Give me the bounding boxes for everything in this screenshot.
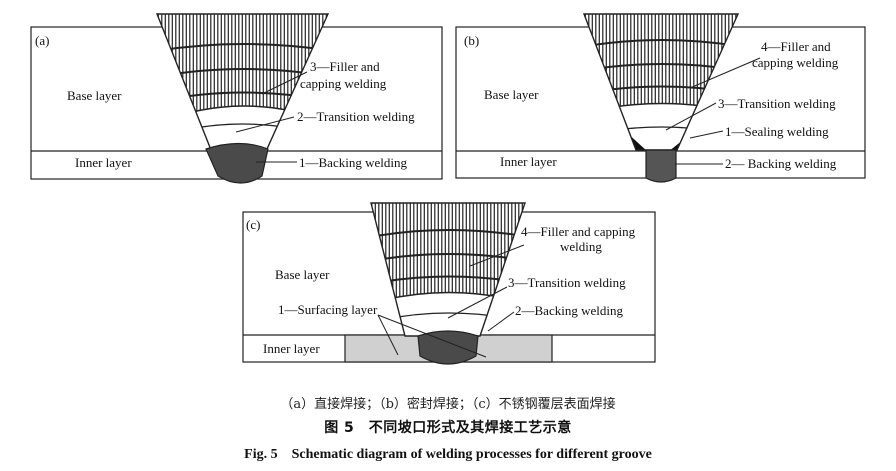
- panel-a-tag: (a): [35, 33, 49, 48]
- panel-a-transition-label: 2—Transition welding: [297, 109, 415, 124]
- panel-a-inner-label: Inner layer: [75, 155, 132, 170]
- panel-b-inner-label: Inner layer: [500, 154, 557, 169]
- panel-c: (c) Base layer Inner layer 4—Filler and …: [242, 202, 656, 365]
- panel-c-surfacing-label: 1—Surfacing layer: [278, 302, 378, 317]
- panel-b-filler-label-2: capping welding: [752, 55, 839, 70]
- panel-b: (b) Base layer Inner layer 4—Filler and …: [455, 13, 866, 183]
- panel-c-backing-bead: [417, 330, 479, 365]
- panel-b-backing-label: 2— Backing welding: [725, 156, 837, 171]
- panel-a-backing-label: 1—Backing welding: [299, 155, 407, 170]
- panel-c-transition-label: 3—Transition welding: [508, 275, 626, 290]
- panel-b-base-label: Base layer: [484, 87, 539, 102]
- panel-a: (a) Base layer Inner layer 3—Filler and …: [30, 13, 443, 184]
- panel-b-sealing-label: 1—Sealing welding: [725, 124, 829, 139]
- panel-c-inner-label: Inner layer: [263, 341, 320, 356]
- panel-c-tag: (c): [246, 217, 260, 232]
- panel-a-filler-label-1: 3—Filler and: [310, 59, 380, 74]
- panel-b-tag: (b): [464, 33, 479, 48]
- panel-b-transition-label: 3—Transition welding: [718, 96, 836, 111]
- subfigure-caption: （a）直接焊接；（b）密封焊接；（c）不锈钢覆层表面焊接: [280, 397, 616, 412]
- panel-b-backing-bead: [645, 149, 677, 183]
- panel-c-backing-label: 2—Backing welding: [515, 303, 623, 318]
- figure-caption-english: Fig. 5 Schematic diagram of welding proc…: [244, 447, 652, 462]
- figure-caption-chinese: 图 5 不同坡口形式及其焊接工艺示意: [324, 420, 572, 436]
- panel-c-base-label: Base layer: [275, 267, 330, 282]
- panel-c-filler-label-1: 4—Filler and capping: [521, 224, 636, 239]
- panel-a-filler-label-2: capping welding: [300, 76, 387, 91]
- panel-a-base-label: Base layer: [67, 88, 122, 103]
- panel-c-filler-label-2: welding: [560, 239, 602, 254]
- panel-b-filler-label-1: 4—Filler and: [761, 39, 831, 54]
